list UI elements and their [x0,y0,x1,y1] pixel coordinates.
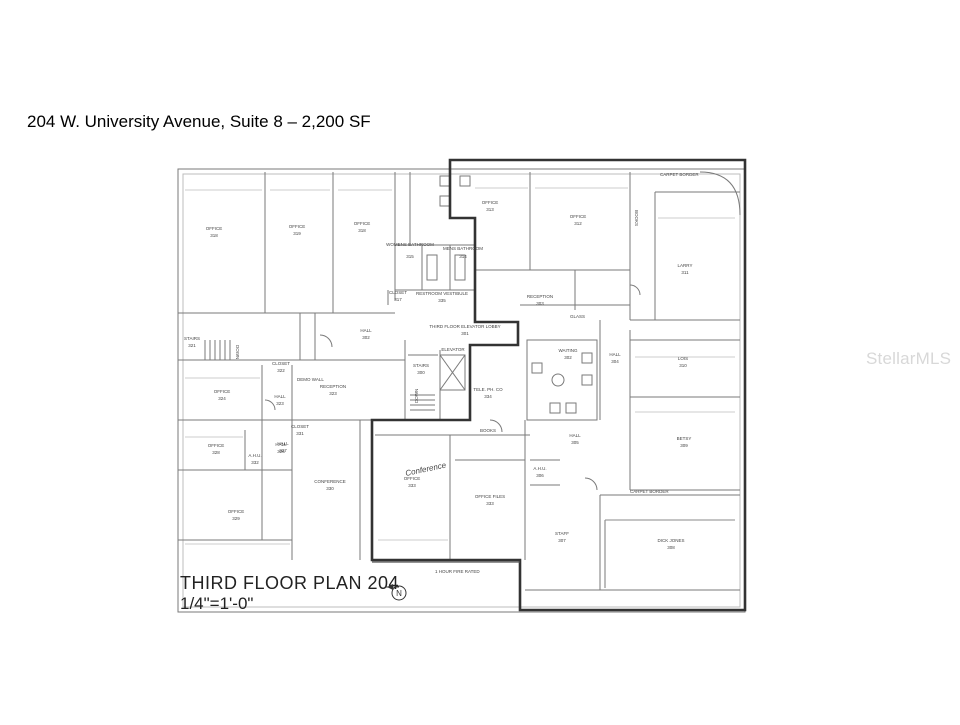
room-number: 300 [417,370,425,375]
room-name: LARRY [678,263,693,268]
room-number: 314 [459,254,467,259]
room-number: 302 [564,355,572,360]
room-name: STAIRS [413,363,429,368]
room-name: OFFICE [570,214,587,219]
room-number: 304 [611,359,619,364]
room-name: ELEVATOR [441,347,465,352]
room-number: 318 [358,228,366,233]
room-name: WAITING [558,348,578,353]
watermark: StellarMLS [866,349,952,368]
room-number: 318 [210,233,218,238]
room-number: 323 [276,401,284,406]
room-number: 315 [406,254,414,259]
room-number: 334 [484,394,492,399]
room-number: 332 [251,460,259,465]
room-name: OFFICE [404,476,421,481]
room-name: HALL [360,328,372,333]
room-name: OFFICE [214,389,231,394]
room-name: OFFICE [208,443,225,448]
room-number: 302 [362,335,370,340]
room-labels: OFFICE 318 OFFICE 319 OFFICE 318 WOMENS … [184,200,692,550]
suite-outline [370,158,747,612]
room-name: HALL [277,441,289,446]
room-number: 326 [277,449,285,454]
room-name: THIRD FLOOR ELEVATOR LOBBY [429,324,500,329]
room-name: TELE. PH. CO [473,387,503,392]
room-number: 330 [326,486,334,491]
room-number: 319 [293,231,301,236]
room-name: DICK JONES [657,538,684,543]
room-name: RECEPTION [320,384,346,389]
room-number: 322 [277,368,285,373]
down-label: DOWN [235,345,240,359]
room-number: 305 [571,440,579,445]
glass-label: GLASS [570,314,585,319]
room-number: 321 [188,343,196,348]
listing-title: 204 W. University Avenue, Suite 8 – 2,20… [27,112,371,131]
north-label: N [396,589,402,598]
room-name: RECEPTION [527,294,553,299]
room-number: 333 [408,483,416,488]
down-label: DOWN [414,389,419,403]
room-name: OFFICE [482,200,499,205]
room-number: 331 [296,431,304,436]
room-name: HALL [274,394,286,399]
room-name: HALL [609,352,621,357]
fire-note: 1 HOUR FIRE RATED [435,569,480,574]
room-name: OFFICE [228,509,245,514]
handwritten-note: Conference [405,460,448,478]
room-number: 335 [438,298,446,303]
room-number: 329 [232,516,240,521]
room-number: 309 [680,443,688,448]
room-number: 313 [486,207,494,212]
room-name: STAIRS [184,336,200,341]
room-name: HALL [275,442,287,447]
carpet-border-label: CARPET BORDER [630,489,669,494]
room-number: 312 [574,221,582,226]
room-number: 333 [486,501,494,506]
room-name: CLOSET [272,361,290,366]
plan-scale: 1/4"=1'-0" [180,594,254,613]
room-name: OFFICE [289,224,306,229]
room-number: 306 [536,473,544,478]
room-name: RESTROOM VESTIBULE [416,291,468,296]
room-name: WOMENS BATHROOM [386,242,434,247]
plan-title: THIRD FLOOR PLAN 204 [180,573,400,593]
room-name: OFFICE [206,226,223,231]
room-name: CLOSET [389,290,407,295]
room-name: LOIS [678,356,688,361]
room-number: 308 [667,545,675,550]
room-number: 323 [329,391,337,396]
room-name: A.H.U. [248,453,261,458]
carpet-border-label: CARPET BORDER [660,172,699,177]
room-number: 311 [681,270,689,275]
room-name: HALL [569,433,581,438]
room-number: 310 [679,363,687,368]
room-number: 317 [394,297,402,302]
room-number: 327 [279,448,287,453]
building-walls [177,168,746,613]
room-name: STAFF [555,531,569,536]
north-arrow-icon: N [385,581,415,605]
room-name: BETSY [677,436,692,441]
room-name: OFFICE FILES [475,494,505,499]
room-number: 301 [461,331,469,336]
demo-wall-label: DEMO WALL [297,377,324,382]
room-number: 328 [212,450,220,455]
room-name: MENS BATHROOM [443,246,483,251]
room-name: A.H.U. [533,466,546,471]
books-label: BOOKS [634,210,639,226]
room-name: CONFERENCE [314,479,346,484]
room-number: 303 [536,301,544,306]
room-number: 324 [218,396,226,401]
room-number: 307 [558,538,566,543]
room-name: OFFICE [354,221,371,226]
room-name: CLOSET [291,424,309,429]
misc-labels: CARPET BORDER CARPET BORDER BOOKS GLASS … [235,172,699,574]
books-label: BOOKS [480,428,496,433]
